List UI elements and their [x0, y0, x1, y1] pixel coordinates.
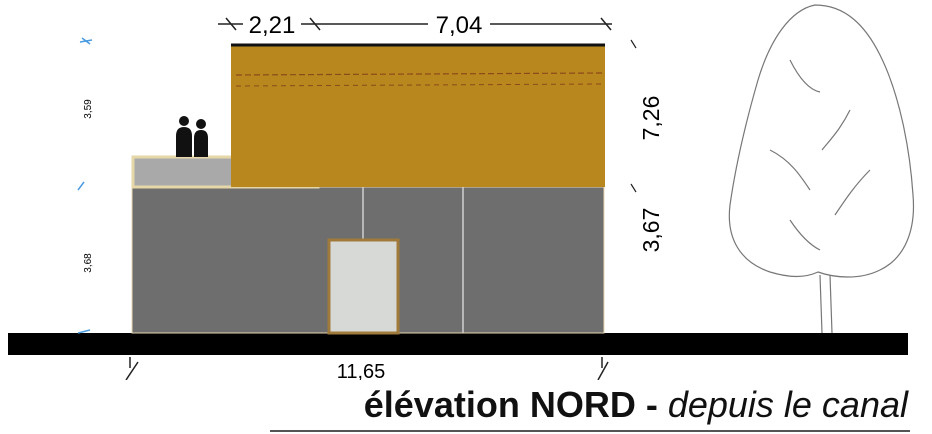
cladding-texture-2 [235, 83, 603, 87]
door [327, 238, 400, 335]
dimension-label-right-upper: 7,26 [638, 96, 664, 141]
bottom-dimension-chain [125, 357, 609, 380]
tree-outline-icon [728, 4, 915, 334]
caption-main: élévation NORD - [363, 384, 668, 425]
drawing-caption: élévation NORD - depuis le canal [364, 384, 908, 426]
caption-underline [270, 430, 910, 432]
people-silhouette-icon [176, 116, 208, 157]
dimension-label-right-lower: 3,67 [638, 208, 664, 253]
dimension-label-left-lower: 3,68 [83, 253, 94, 273]
dimension-label-bottom: 11,65 [337, 361, 386, 380]
cladding-texture-1 [235, 72, 603, 76]
dimension-label-top-right: 7,04 [436, 12, 483, 39]
caption-sub: depuis le canal [667, 384, 908, 425]
elevation-drawing: 2,21 7,04 7,26 3,67 3,59 3,68 11,65 [8, 4, 915, 380]
upper-volume [231, 45, 605, 187]
dimension-label-left-upper: 3,59 [83, 99, 94, 119]
dimension-label-top-left: 2,21 [249, 12, 296, 39]
left-dimension-marks [77, 37, 93, 334]
ground-slab [8, 333, 908, 355]
right-dimension-chain [630, 39, 637, 193]
